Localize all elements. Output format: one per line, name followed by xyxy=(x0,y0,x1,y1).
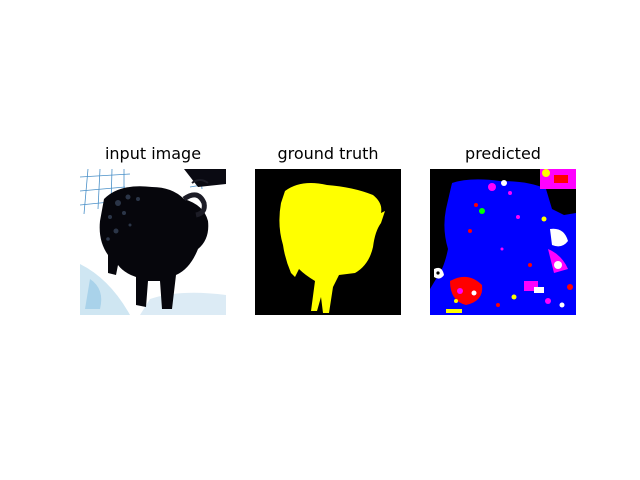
ground-truth-mask xyxy=(255,169,401,315)
predicted-mask xyxy=(430,169,576,315)
predicted-title: predicted xyxy=(465,144,541,163)
input-image xyxy=(80,169,226,315)
ground-truth-title: ground truth xyxy=(277,144,379,163)
input-image-title: input image xyxy=(104,144,202,163)
